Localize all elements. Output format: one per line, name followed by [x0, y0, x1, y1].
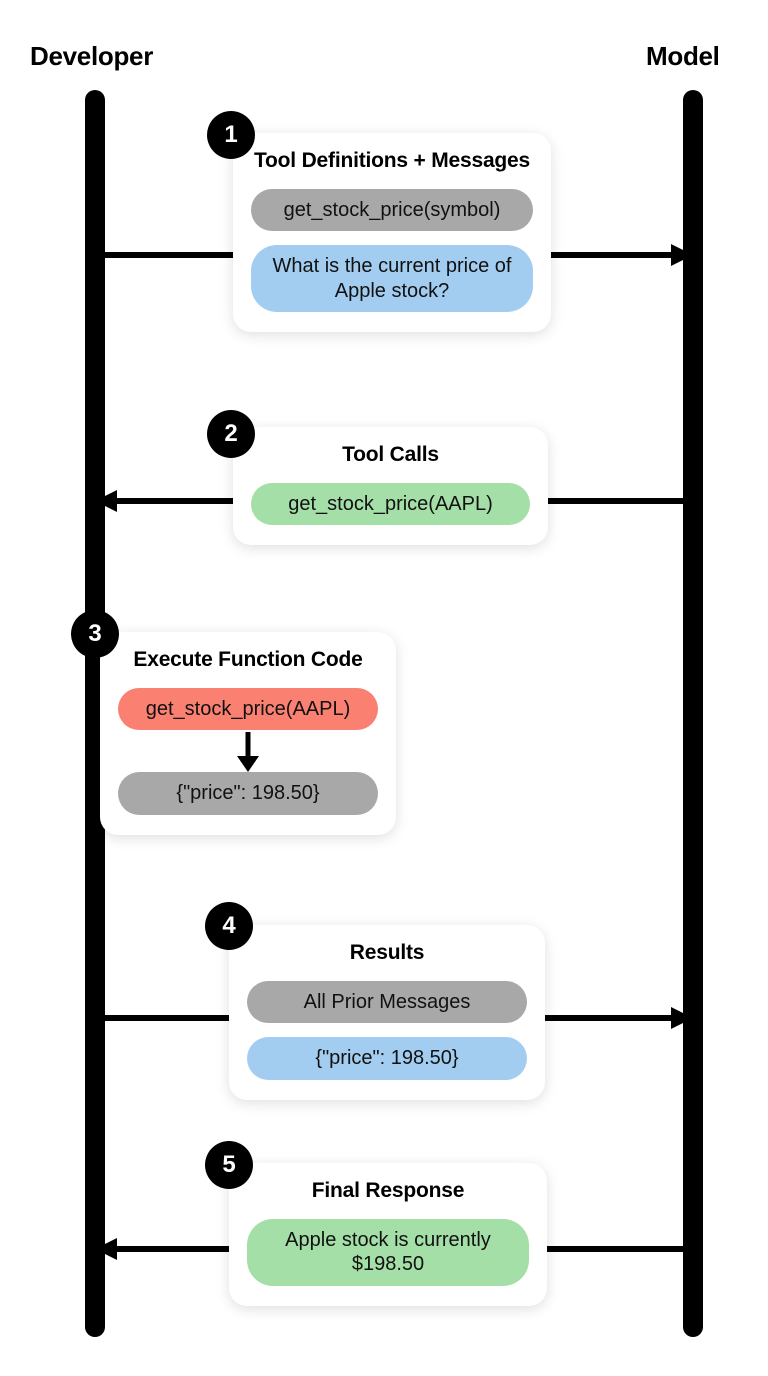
step-badge-2: 2: [207, 410, 255, 458]
step-4-pill-prior-messages: All Prior Messages: [247, 981, 527, 1024]
actor-label-model: Model: [646, 41, 720, 71]
step-badge-1: 1: [207, 111, 255, 159]
arrow-down-head: [237, 756, 259, 773]
step-card-1: Tool Definitions + Messages get_stock_pr…: [233, 133, 551, 333]
lifeline-developer: [85, 90, 105, 1337]
arrowhead-right-icon: [671, 1007, 693, 1029]
step-badge-5: 5: [205, 1141, 253, 1189]
step-card-2: Tool Calls get_stock_price(AAPL): [233, 427, 548, 546]
step-4-title: Results: [349, 941, 425, 964]
step-2-pill-tool-call: get_stock_price(AAPL): [251, 483, 530, 526]
step-3-pill-function-invocation: get_stock_price(AAPL): [118, 688, 378, 731]
step-card-4: Results All Prior Messages {"price": 198…: [229, 925, 545, 1100]
actor-label-developer: Developer: [30, 41, 154, 71]
lifeline-model: [683, 90, 703, 1337]
arrowhead-left-icon: [95, 1238, 117, 1260]
step-1-pill-user-message: What is the current price of Apple stock…: [251, 245, 533, 313]
arrow-down-shaft: [245, 732, 251, 759]
step-card-5: Final Response Apple stock is currently …: [229, 1163, 547, 1306]
arrow-down-icon: [118, 730, 378, 773]
step-5-title: Final Response: [311, 1179, 465, 1202]
step-badge-4: 4: [205, 902, 253, 950]
arrowhead-right-icon: [671, 244, 693, 266]
step-3-title: Execute Function Code: [133, 648, 363, 671]
step-4-pill-tool-result: {"price": 198.50}: [247, 1037, 527, 1080]
step-5-pill-final-answer: Apple stock is currently $198.50: [247, 1219, 529, 1286]
step-badge-3: 3: [71, 610, 119, 658]
step-2-title: Tool Calls: [342, 443, 439, 466]
step-1-pill-tool-definition: get_stock_price(symbol): [251, 189, 533, 232]
step-3-pill-function-result: {"price": 198.50}: [118, 772, 378, 815]
step-1-title: Tool Definitions + Messages: [253, 149, 531, 172]
step-card-3: Execute Function Code get_stock_price(AA…: [100, 632, 396, 835]
arrowhead-left-icon: [95, 490, 117, 512]
